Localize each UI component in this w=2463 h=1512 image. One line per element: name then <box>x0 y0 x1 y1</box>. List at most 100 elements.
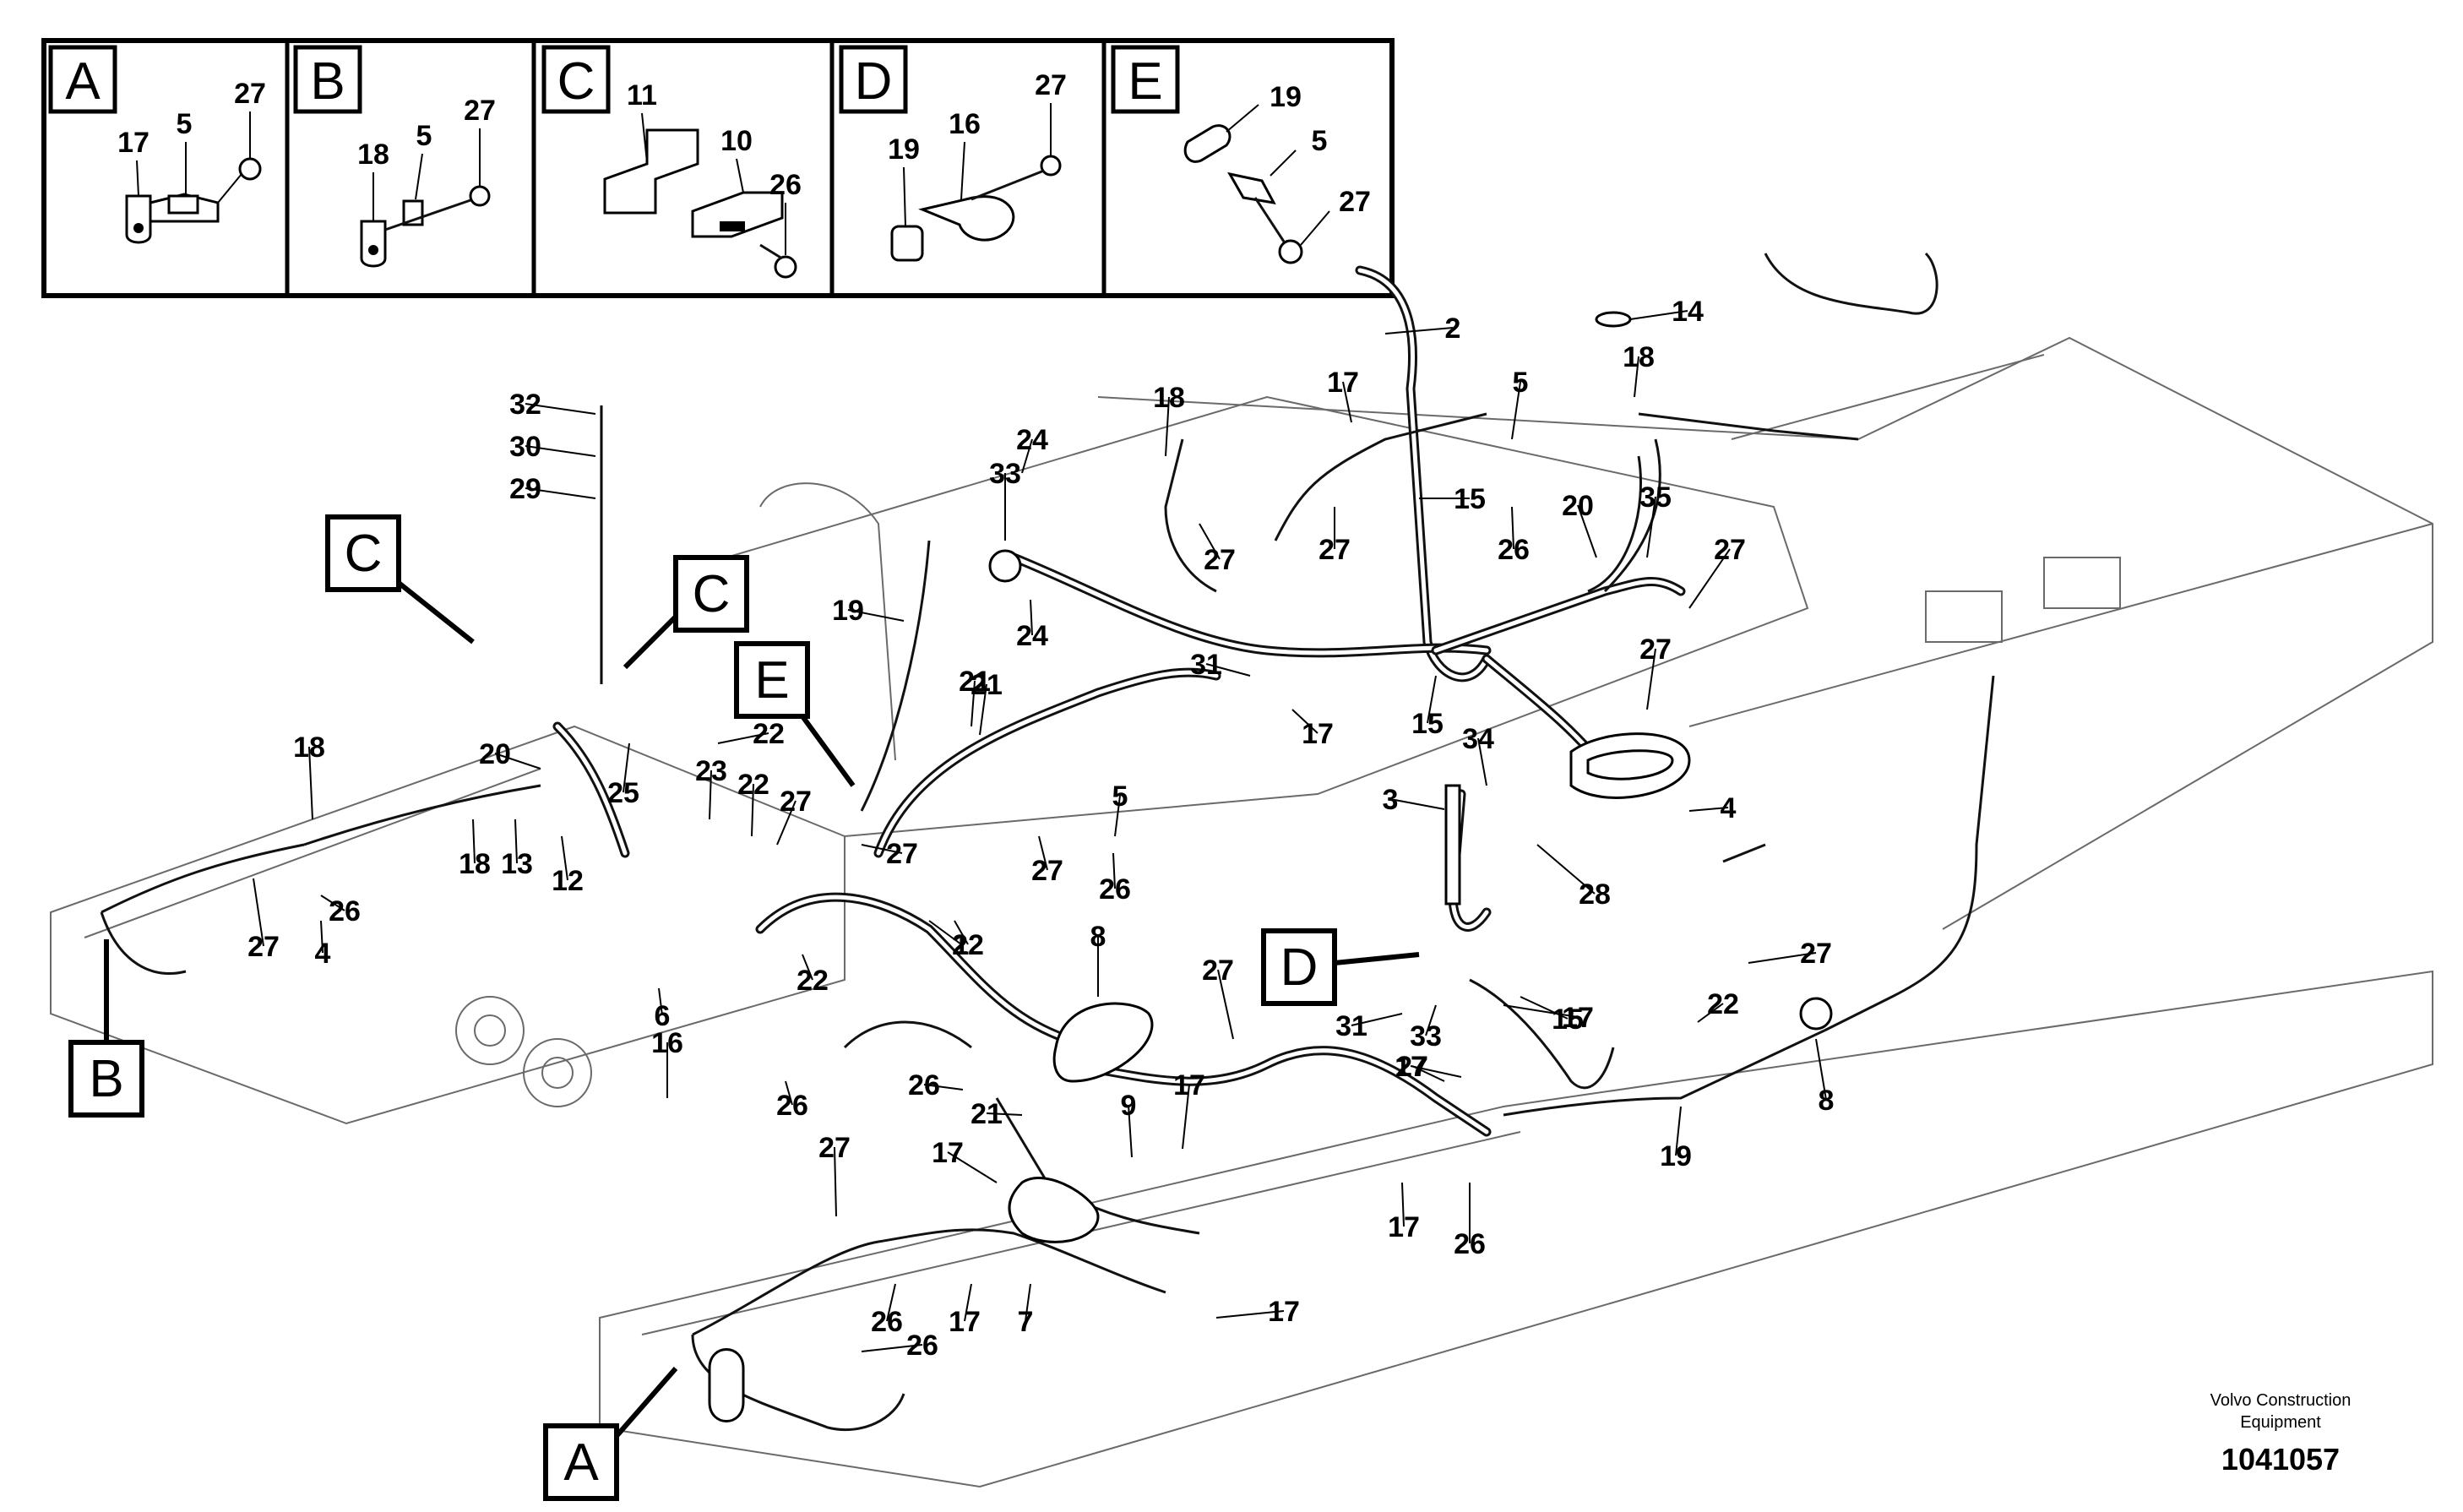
leader-line <box>1384 327 1454 334</box>
leader-line <box>954 920 969 945</box>
credit-line-2: Equipment <box>2240 1413 2321 1432</box>
leader-line <box>623 742 630 793</box>
leader-line <box>861 1344 923 1352</box>
leader-line <box>923 1084 964 1090</box>
leader-line <box>1427 675 1437 724</box>
view-callout-letter: D <box>1280 938 1318 997</box>
part-label: 17 <box>949 1306 981 1338</box>
leader-line <box>1646 496 1656 558</box>
part-label: 33 <box>1410 1020 1442 1052</box>
components <box>600 311 1833 1422</box>
leader-line <box>717 732 769 744</box>
leader-line <box>1577 504 1597 558</box>
part-label: 27 <box>886 838 918 870</box>
leader-line <box>776 800 797 846</box>
detail-panel-d: D 27 16 19 <box>839 45 1067 262</box>
part-label: 4 <box>315 938 331 970</box>
part-label: 15 <box>1411 708 1444 740</box>
leader-line <box>1112 852 1116 889</box>
leader-line <box>1401 1182 1405 1227</box>
leader-line <box>785 1080 793 1106</box>
view-callout-letter: A <box>563 1433 599 1492</box>
part-label: 5 <box>177 108 193 140</box>
leader-line <box>561 835 568 881</box>
leader-line <box>1199 523 1221 560</box>
part-label: 27 <box>464 95 496 127</box>
view-callout-c-right: C <box>623 555 749 670</box>
leader-line <box>320 920 324 954</box>
detail-panel-c: C 11 10 26 <box>541 45 802 279</box>
detail-panel-letter: E <box>1128 52 1162 111</box>
part-label: 27 <box>1031 855 1063 887</box>
leader-line <box>494 753 541 770</box>
part-label: 26 <box>329 895 361 927</box>
leader-line <box>1425 1004 1437 1036</box>
leader-line <box>1351 1013 1403 1026</box>
detail-panel-a: A 27 17 5 <box>48 45 266 244</box>
leader-line <box>986 1112 1023 1116</box>
view-callout-letter: C <box>345 525 383 583</box>
part-label: 27 <box>247 931 280 963</box>
detail-panels: A 27 17 5 B 27 5 18 <box>41 38 1395 298</box>
part-label: 27 <box>1339 186 1371 218</box>
leader-line <box>525 487 596 499</box>
leader-line <box>1511 381 1521 440</box>
part-label: 10 <box>720 125 753 157</box>
part-label: 27 <box>1204 544 1236 576</box>
leader-line <box>1342 381 1352 423</box>
detail-panel-b: B 27 5 18 <box>293 45 496 268</box>
part-label: 1 <box>954 929 970 961</box>
leader-line <box>472 819 476 864</box>
part-label: 22 <box>952 929 984 961</box>
leader-line <box>847 609 905 622</box>
view-callout-e: E <box>734 641 856 787</box>
leader-line <box>514 819 518 864</box>
leader-line <box>751 783 754 837</box>
leader-line <box>1038 835 1048 871</box>
leader-line <box>1215 1310 1285 1319</box>
leader-line <box>1165 396 1170 457</box>
leader-line <box>253 878 264 947</box>
part-label: 11 <box>627 79 657 111</box>
leader-line <box>658 987 663 1016</box>
leader-line <box>1675 1106 1682 1156</box>
leader-line <box>1503 1004 1579 1018</box>
drawing-number: 1041057 <box>2221 1442 2340 1477</box>
part-label: 7 <box>1018 1306 1034 1338</box>
leader-line <box>1182 1084 1190 1150</box>
leader-line <box>1536 844 1596 895</box>
leader-line <box>1634 356 1639 398</box>
leader-line <box>1030 599 1033 636</box>
part-label: 19 <box>888 133 920 166</box>
part-label: 26 <box>776 1090 808 1122</box>
leader-line <box>928 920 962 945</box>
leader-line <box>834 1146 837 1217</box>
part-label: 22 <box>797 965 829 997</box>
leader-line <box>1410 1065 1462 1078</box>
leader-lines <box>253 310 1827 1352</box>
part-label: 12 <box>552 865 584 897</box>
leader-line <box>861 844 903 854</box>
leader-line <box>1629 310 1688 320</box>
leader-line <box>947 1151 998 1183</box>
part-label: 5 <box>416 120 432 152</box>
part-label: 25 <box>607 777 639 809</box>
part-label: 8 <box>1819 1085 1835 1117</box>
leader-line <box>1688 807 1729 812</box>
leader-line <box>1520 996 1569 1020</box>
leader-line <box>1205 663 1251 677</box>
detail-panel-letter: B <box>310 52 345 111</box>
leader-line <box>886 1283 896 1322</box>
leader-line <box>1511 506 1514 550</box>
part-label: 26 <box>871 1306 903 1338</box>
view-callout-letter: E <box>754 651 789 710</box>
view-callout-c-left: C <box>325 514 475 645</box>
part-label: 27 <box>234 78 266 110</box>
hoses-and-wiring <box>100 252 1995 1432</box>
view-callout-d: D <box>1261 928 1420 1006</box>
view-callout-a: A <box>543 1367 678 1501</box>
leader-line <box>979 683 987 736</box>
part-label: 31 <box>1335 1010 1367 1042</box>
view-callout-b: B <box>68 939 144 1118</box>
